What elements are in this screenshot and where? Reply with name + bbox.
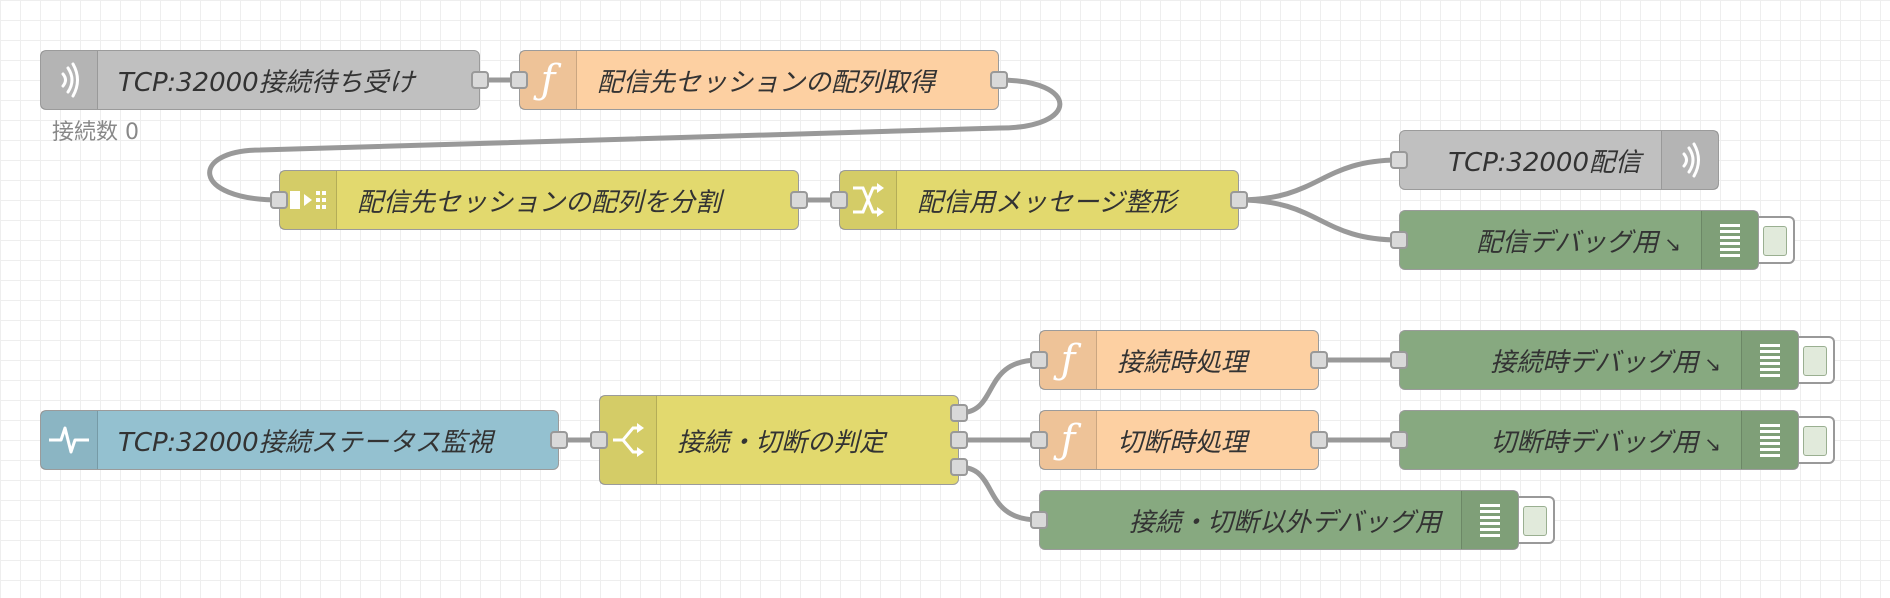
debug-disconnect-toggle-button[interactable] bbox=[1799, 416, 1835, 464]
change-icon bbox=[840, 171, 897, 229]
status-monitor-node[interactable]: TCP:32000接続ステータス監視 bbox=[40, 410, 568, 470]
connect-function-node[interactable]: ƒ 接続時処理 bbox=[1030, 330, 1328, 390]
disconnect-function-label: 切断時処理 bbox=[1117, 427, 1248, 458]
debug-delivery-input-port[interactable] bbox=[1390, 231, 1408, 249]
switch-judge-node[interactable]: 接続・切断の判定 bbox=[590, 395, 968, 485]
debug-disconnect-input-port[interactable] bbox=[1390, 431, 1408, 449]
function-icon: ƒ bbox=[520, 51, 577, 109]
switch-judge-label: 接続・切断の判定 bbox=[677, 427, 886, 458]
status-monitor-output-port[interactable] bbox=[550, 431, 568, 449]
change-format-output-port[interactable] bbox=[1230, 191, 1248, 209]
tcp-socket-icon bbox=[1661, 131, 1718, 189]
get-sessions-output-port[interactable] bbox=[990, 71, 1008, 89]
open-in-sidebar-icon: ↘ bbox=[1704, 351, 1721, 376]
connect-function-label: 接続時処理 bbox=[1117, 347, 1248, 378]
debug-delivery-node[interactable]: 配信デバッグ用↘ bbox=[1390, 210, 1759, 270]
debug-connect-label: 接続時デバッグ用↘ bbox=[1490, 347, 1721, 378]
function-icon: ƒ bbox=[1040, 411, 1097, 469]
debug-other-input-port[interactable] bbox=[1030, 511, 1048, 529]
debug-connect-input-port[interactable] bbox=[1390, 351, 1408, 369]
switch-icon bbox=[600, 396, 657, 484]
tcp-in-status: 接続数 0 bbox=[52, 120, 139, 145]
wire-get-sessions-to-split[interactable] bbox=[207, 77, 1063, 203]
connect-function-output-port[interactable] bbox=[1310, 351, 1328, 369]
change-format-input-port[interactable] bbox=[830, 191, 848, 209]
wire-switch-to-debug-other[interactable] bbox=[956, 464, 1042, 523]
wire-change-to-debug-delivery[interactable] bbox=[1236, 197, 1402, 243]
debug-connect-toggle-button[interactable] bbox=[1799, 336, 1835, 384]
split-icon bbox=[280, 171, 337, 229]
split-sessions-output-port[interactable] bbox=[790, 191, 808, 209]
split-sessions-label: 配信先セッションの配列を分割 bbox=[357, 187, 722, 218]
get-sessions-function-node[interactable]: ƒ 配信先セッションの配列取得 bbox=[510, 50, 1008, 110]
open-in-sidebar-icon: ↘ bbox=[1664, 231, 1681, 256]
debug-delivery-label: 配信デバッグ用↘ bbox=[1476, 227, 1681, 258]
change-format-label: 配信用メッセージ整形 bbox=[917, 187, 1177, 218]
wire-switch-to-connect[interactable] bbox=[956, 357, 1042, 416]
tcp-in-output-port[interactable] bbox=[471, 71, 489, 89]
get-sessions-input-port[interactable] bbox=[510, 71, 528, 89]
switch-output-port-1[interactable] bbox=[950, 404, 968, 422]
connect-function-input-port[interactable] bbox=[1030, 351, 1048, 369]
disconnect-function-input-port[interactable] bbox=[1030, 431, 1048, 449]
debug-other-label: 接続・切断以外デバッグ用 bbox=[1128, 507, 1441, 538]
disconnect-function-node[interactable]: ƒ 切断時処理 bbox=[1030, 410, 1328, 470]
tcp-out-node[interactable]: TCP:32000配信 bbox=[1390, 130, 1719, 190]
debug-connect-node[interactable]: 接続時デバッグ用↘ bbox=[1390, 330, 1799, 390]
change-format-node[interactable]: 配信用メッセージ整形 bbox=[830, 170, 1248, 230]
debug-icon bbox=[1701, 211, 1758, 269]
tcp-in-node[interactable]: TCP:32000接続待ち受け bbox=[40, 50, 489, 110]
wire-change-to-tcp-out[interactable] bbox=[1236, 157, 1402, 203]
debug-other-toggle-button[interactable] bbox=[1519, 496, 1555, 544]
debug-icon bbox=[1461, 491, 1518, 549]
debug-delivery-toggle-button[interactable] bbox=[1759, 216, 1795, 264]
switch-output-port-2[interactable] bbox=[950, 431, 968, 449]
tcp-in-label: TCP:32000接続待ち受け bbox=[118, 67, 415, 98]
debug-other-node[interactable]: 接続・切断以外デバッグ用 bbox=[1030, 490, 1519, 550]
debug-disconnect-node[interactable]: 切断時デバッグ用↘ bbox=[1390, 410, 1799, 470]
tcp-socket-icon bbox=[41, 51, 98, 109]
tcp-out-label: TCP:32000配信 bbox=[1448, 147, 1641, 178]
tcp-out-input-port[interactable] bbox=[1390, 151, 1408, 169]
split-sessions-node[interactable]: 配信先セッションの配列を分割 bbox=[270, 170, 808, 230]
function-icon: ƒ bbox=[1040, 331, 1097, 389]
disconnect-function-output-port[interactable] bbox=[1310, 431, 1328, 449]
open-in-sidebar-icon: ↘ bbox=[1704, 431, 1721, 456]
debug-icon bbox=[1741, 331, 1798, 389]
get-sessions-label: 配信先セッションの配列取得 bbox=[597, 67, 936, 98]
split-sessions-input-port[interactable] bbox=[270, 191, 288, 209]
status-icon bbox=[41, 411, 98, 469]
debug-disconnect-label: 切断時デバッグ用↘ bbox=[1490, 427, 1721, 458]
debug-icon bbox=[1741, 411, 1798, 469]
switch-output-port-3[interactable] bbox=[950, 458, 968, 476]
switch-judge-input-port[interactable] bbox=[590, 431, 608, 449]
status-monitor-label: TCP:32000接続ステータス監視 bbox=[118, 427, 493, 458]
